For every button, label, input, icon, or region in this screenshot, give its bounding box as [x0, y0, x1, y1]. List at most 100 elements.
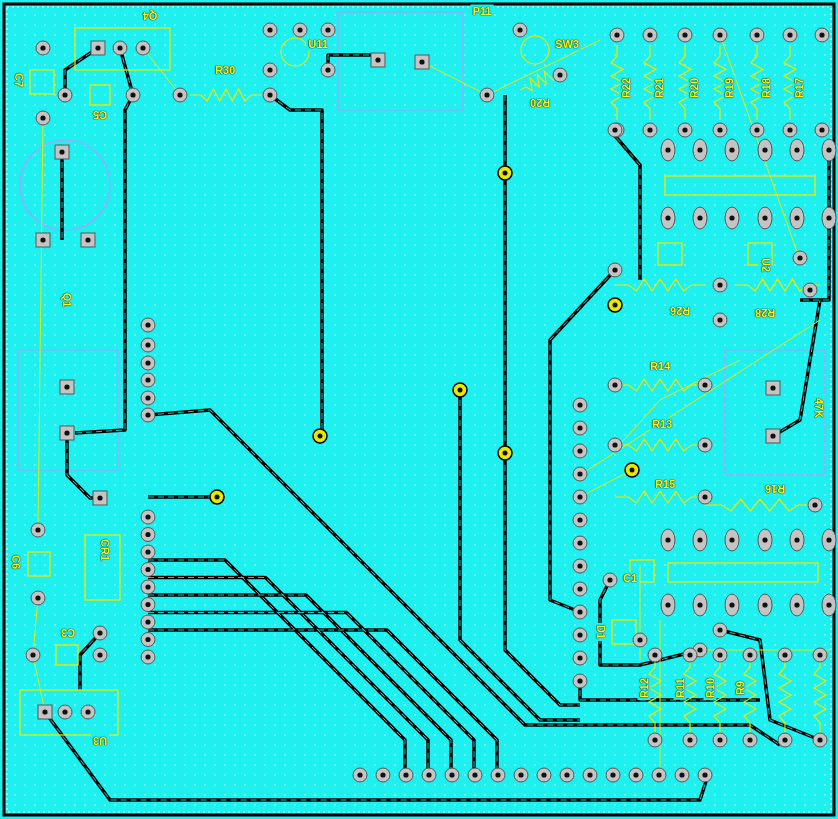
pad-round — [58, 705, 72, 719]
pad-hole — [687, 652, 692, 657]
pad-hole — [687, 737, 692, 742]
silkscreen-outline — [90, 85, 110, 105]
pad-hole — [577, 517, 582, 522]
pad-oval — [661, 207, 675, 229]
component-designator: R18 — [760, 76, 773, 100]
via-ring — [313, 429, 327, 443]
pad-hole — [770, 385, 775, 390]
via-hole — [503, 451, 508, 456]
solder-pad — [573, 490, 587, 504]
track-center — [720, 630, 820, 740]
solder-pad — [371, 53, 385, 67]
pad-hole — [697, 602, 702, 607]
copper-track — [610, 130, 640, 280]
solder-pad — [141, 318, 155, 332]
pad-hole — [97, 652, 102, 657]
solder-pad — [790, 594, 804, 616]
pad-hole — [702, 442, 707, 447]
ratsnest-line — [33, 598, 38, 655]
component-designator: R26 — [668, 304, 692, 317]
pad-hole — [729, 537, 734, 542]
pad-square — [766, 381, 780, 395]
solder-pad — [683, 648, 697, 662]
solder-pad — [263, 63, 277, 77]
pad-hole — [607, 577, 612, 582]
pad-hole — [762, 147, 767, 152]
pad-round — [445, 768, 459, 782]
track-center — [148, 578, 428, 776]
pad-square — [38, 705, 52, 719]
pad-round — [608, 438, 622, 452]
pad-hole — [35, 595, 40, 600]
pad-round — [778, 648, 792, 662]
solder-pad — [808, 498, 822, 512]
pad-oval — [822, 529, 836, 551]
solder-pad — [725, 207, 739, 229]
track-center — [270, 95, 322, 436]
pad-round — [608, 378, 622, 392]
pad-round — [81, 705, 95, 719]
pad-round — [141, 510, 155, 524]
via — [608, 298, 622, 312]
pad-hole — [577, 494, 582, 499]
pad-round — [783, 123, 797, 137]
pad-round — [713, 278, 727, 292]
ratsnest-line — [580, 470, 632, 497]
track-center — [148, 630, 497, 775]
solder-pad — [491, 768, 505, 782]
ratsnest-line — [720, 35, 800, 260]
pad-round — [606, 768, 620, 782]
pad-hole — [826, 602, 831, 607]
pad-hole — [647, 127, 652, 132]
pad-hole — [517, 27, 522, 32]
pad-hole — [682, 127, 687, 132]
solder-pad — [514, 768, 528, 782]
solder-pad — [643, 123, 657, 137]
pad-hole — [762, 537, 767, 542]
pad-hole — [682, 32, 687, 37]
copper-track — [148, 595, 451, 775]
pad-hole — [817, 737, 822, 742]
pad-round — [698, 768, 712, 782]
solder-pad — [136, 41, 150, 55]
component-designator: R11 — [674, 676, 687, 700]
resistor-symbol — [190, 89, 262, 101]
pad-round — [678, 123, 692, 137]
pad-round — [573, 628, 587, 642]
via-ring — [608, 298, 622, 312]
pad-hole — [633, 772, 638, 777]
pad-hole — [610, 772, 615, 777]
solder-pad — [58, 88, 72, 102]
pad-oval — [693, 207, 707, 229]
solder-pad — [758, 594, 772, 616]
solder-pad — [93, 491, 107, 505]
pad-round — [513, 23, 527, 37]
via-ring — [498, 446, 512, 460]
pad-round — [573, 490, 587, 504]
pad-hole — [40, 115, 45, 120]
pad-round — [573, 559, 587, 573]
pad-round — [813, 648, 827, 662]
solder-pad — [758, 139, 772, 161]
pad-oval — [693, 529, 707, 551]
solder-pad — [693, 139, 707, 161]
pad-round — [553, 68, 567, 82]
solder-pad — [573, 628, 587, 642]
copper-track — [270, 95, 322, 436]
solder-pad — [537, 768, 551, 782]
pad-oval — [790, 529, 804, 551]
via-ring — [453, 383, 467, 397]
silkscreen-outline — [665, 176, 815, 195]
solder-pad — [573, 398, 587, 412]
pad-hole — [564, 772, 569, 777]
pad-round — [643, 123, 657, 137]
solder-pad — [513, 23, 527, 37]
solder-pad — [415, 55, 429, 69]
solder-pad — [643, 28, 657, 42]
component-designator: R12 — [638, 676, 651, 700]
pad-round — [141, 563, 155, 577]
pad-round — [93, 648, 107, 662]
pad-square — [766, 429, 780, 443]
component-outline — [281, 38, 309, 66]
solder-pad — [766, 429, 780, 443]
